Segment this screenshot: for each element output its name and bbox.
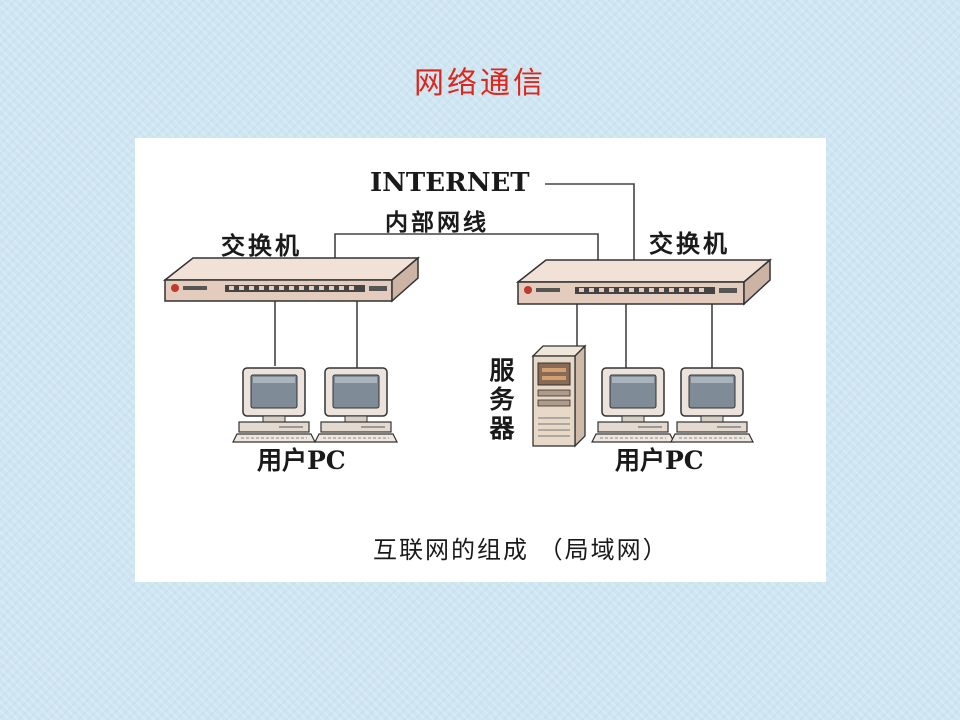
network-cables (274, 183, 713, 368)
pc-left-2-icon (314, 367, 398, 443)
switch-right-icon (515, 258, 773, 306)
intranet-cable-label: 内部网线 (385, 209, 489, 236)
internet-label: INTERNET (370, 168, 530, 198)
switch-right-label: 交换机 (649, 229, 730, 258)
pc-right-label: 用户PC (615, 446, 704, 475)
switch-left-label: 交换机 (221, 231, 302, 260)
pc-right-1-icon (591, 367, 675, 443)
pc-right-2-icon (670, 367, 754, 443)
network-diagram: INTERNET 内部网线 交换机 交换机 服务器 用户PC 用户PC 互联网的… (135, 138, 826, 582)
pc-left-1-icon (232, 367, 316, 443)
server-icon (531, 344, 587, 448)
diagram-caption: 互联网的组成 （局域网） (373, 536, 669, 564)
diagram-graphics (162, 183, 773, 448)
pc-left-label: 用户PC (257, 446, 346, 475)
switch-left-icon (162, 256, 421, 303)
server-label: 服务器 (489, 356, 515, 443)
slide-title: 网络通信 (414, 66, 546, 101)
